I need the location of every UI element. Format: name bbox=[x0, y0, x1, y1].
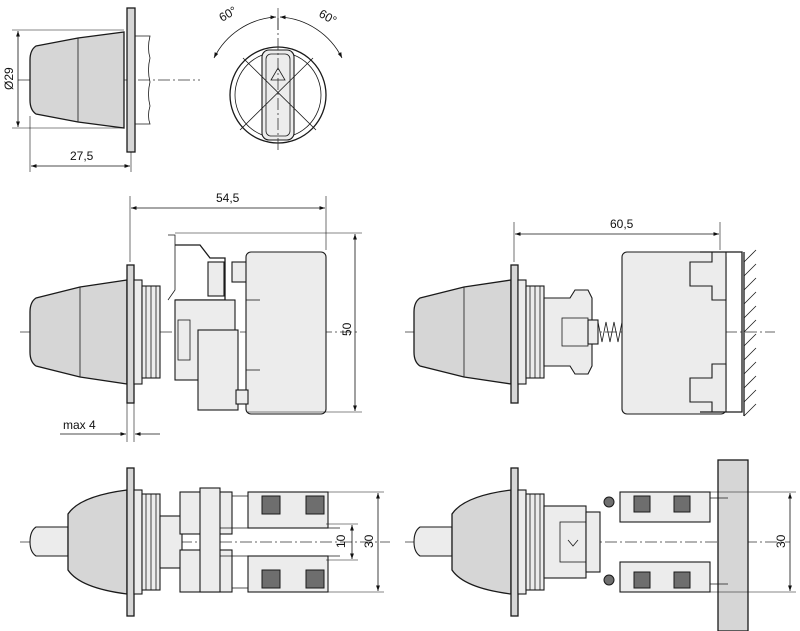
contacts-outer-width-dimension: 30 bbox=[328, 491, 384, 593]
rail-length-label: 60,5 bbox=[610, 217, 634, 231]
contacts-inner-width-label: 10 bbox=[334, 534, 348, 548]
panel-thickness-label: max 4 bbox=[63, 418, 96, 432]
rail-top-view bbox=[405, 459, 790, 631]
rail-mount-assembly-view bbox=[405, 249, 775, 417]
contacts-inner-width-dimension: 10 bbox=[326, 523, 358, 561]
rail-width-dimension: 30 bbox=[710, 491, 796, 593]
front-face-view bbox=[229, 18, 327, 152]
diameter-dimension: Ø29 bbox=[2, 29, 124, 129]
angle-right-label: 60° bbox=[317, 6, 340, 27]
angle-left-label: 60° bbox=[217, 3, 240, 24]
rail-width-label: 30 bbox=[774, 534, 788, 548]
rail-length-dimension: 60,5 bbox=[513, 217, 721, 262]
contacts-outer-width-label: 30 bbox=[362, 534, 376, 548]
panel-thickness-dimension: max 4 bbox=[60, 403, 160, 442]
assembly-height-label: 50 bbox=[340, 322, 354, 336]
length-front-dimension: 27,5 bbox=[29, 116, 132, 172]
front-side-view bbox=[18, 7, 200, 153]
contacts-top-view bbox=[20, 467, 390, 617]
diameter-label: Ø29 bbox=[2, 67, 16, 90]
assembly-height-dimension: 50 bbox=[175, 232, 362, 413]
mounting-wall-hatching bbox=[743, 249, 757, 417]
assembly-length-dimension: 54,5 bbox=[129, 191, 327, 262]
length-front-label: 27,5 bbox=[70, 149, 94, 163]
assembly-length-label: 54,5 bbox=[216, 191, 240, 205]
panel-mount-assembly-view bbox=[20, 234, 360, 415]
